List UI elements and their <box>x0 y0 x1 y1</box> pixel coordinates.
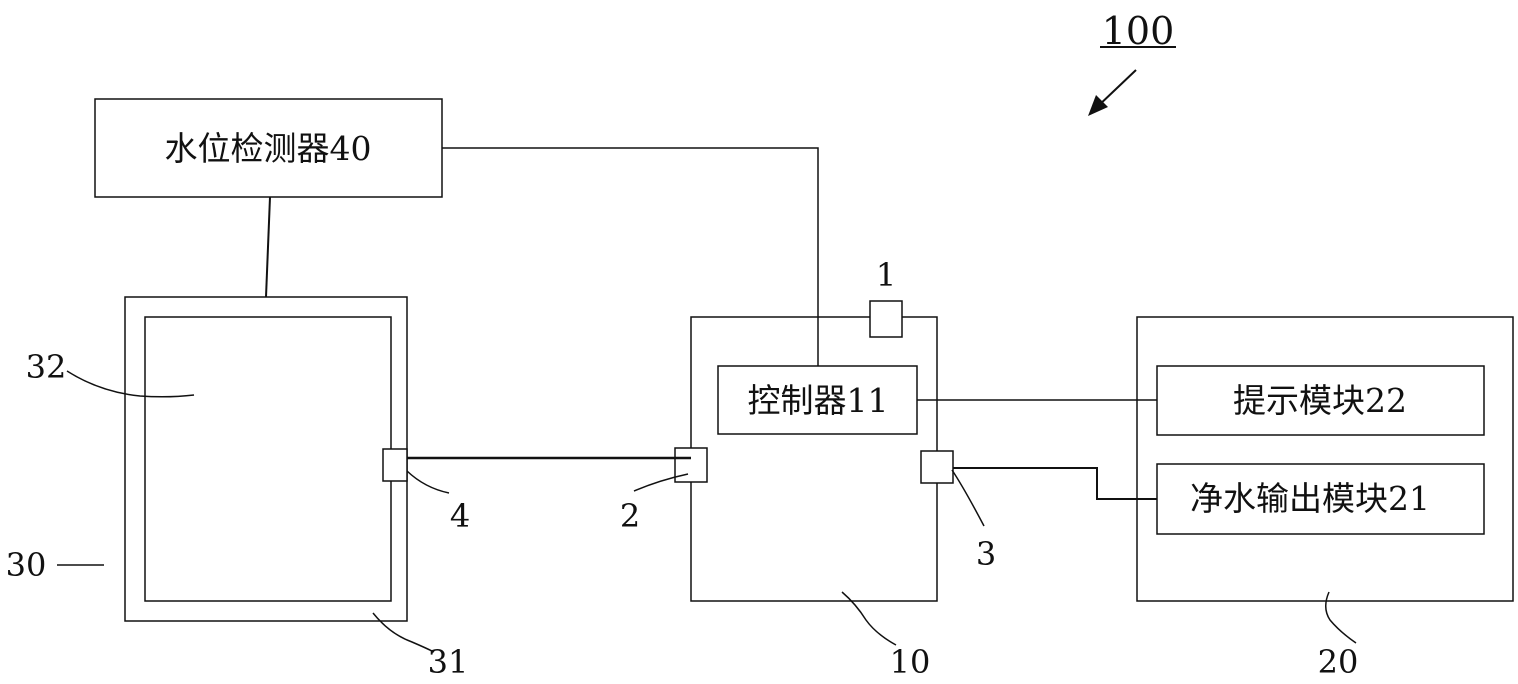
ref-10: 10 <box>890 643 931 679</box>
tank-outer-wall <box>124 296 408 622</box>
leader-32 <box>66 370 195 398</box>
leader-31 <box>372 612 435 653</box>
tank-inner-wall <box>144 316 392 602</box>
figure-number: 100 <box>1102 9 1175 53</box>
port-4 <box>382 448 408 482</box>
purified-output-module-box <box>1156 463 1485 535</box>
prompt-module-box <box>1156 365 1485 436</box>
ref-32: 32 <box>26 348 67 386</box>
ref-3: 3 <box>976 535 996 573</box>
port-2 <box>674 447 708 483</box>
detector-to-tank-line <box>265 196 271 298</box>
ref-2: 2 <box>620 497 640 535</box>
prompt-module-label: 提示模块22 <box>1233 381 1407 420</box>
controller-box <box>717 365 918 435</box>
detector-to-controller-line <box>442 147 819 366</box>
port-1 <box>869 300 903 338</box>
leader-10 <box>841 591 897 646</box>
main-unit-box <box>690 316 938 602</box>
controller-label: 控制器11 <box>748 381 889 420</box>
figure-arrow-head <box>1088 95 1108 116</box>
purified-output-module-label: 净水输出模块21 <box>1190 479 1430 518</box>
port-3 <box>920 450 954 484</box>
leader-20 <box>1325 591 1357 644</box>
unit-to-output-pipe <box>953 467 1157 500</box>
leader-2 <box>633 473 689 492</box>
ref-30: 30 <box>6 546 47 584</box>
leader-4 <box>406 470 450 494</box>
ref-20: 20 <box>1318 643 1359 679</box>
ref-1: 1 <box>876 256 896 294</box>
leader-3 <box>951 469 985 527</box>
water-level-detector-label: 水位检测器40 <box>165 129 372 168</box>
output-unit-box <box>1136 316 1514 602</box>
ref-31: 31 <box>428 643 469 679</box>
ref-4: 4 <box>450 497 470 535</box>
